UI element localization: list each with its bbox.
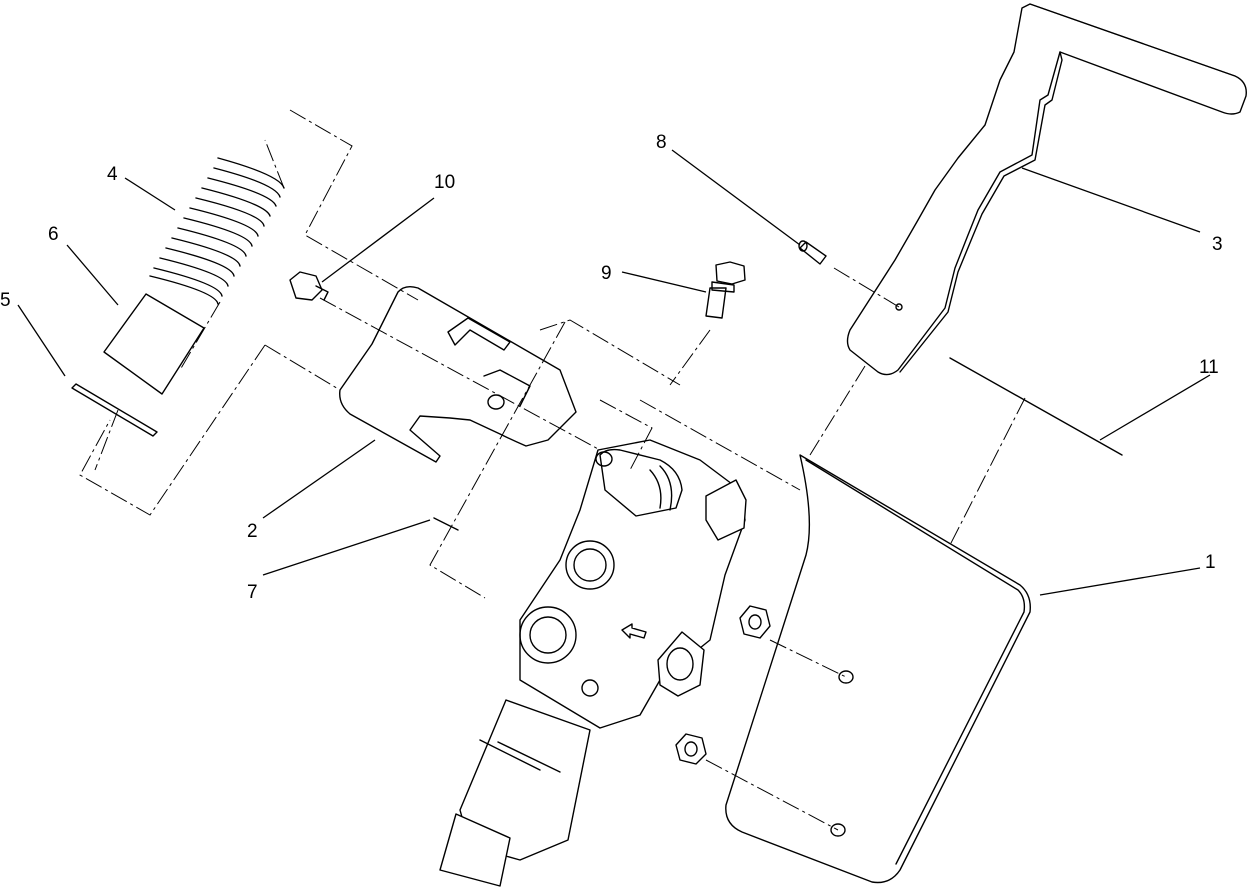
callout-7: 7 xyxy=(247,582,258,603)
callout-labels: 1 2 3 4 5 6 7 8 9 10 11 xyxy=(0,132,1223,603)
callout-5: 5 xyxy=(0,290,11,311)
valve-body xyxy=(439,439,747,887)
spacer-block xyxy=(103,293,205,395)
callout-10: 10 xyxy=(434,172,455,193)
callout-1: 1 xyxy=(1205,552,1216,573)
callout-3: 3 xyxy=(1212,234,1223,255)
lock-nut-upper xyxy=(739,605,771,639)
shim-strip xyxy=(949,357,1123,456)
cap-screw xyxy=(289,271,329,301)
callout-2: 2 xyxy=(247,521,258,542)
pin xyxy=(798,240,827,265)
assembly-centerlines xyxy=(79,109,1026,831)
handle-lever xyxy=(846,3,1247,376)
callout-4: 4 xyxy=(107,164,118,185)
lock-nut-lower xyxy=(675,733,707,765)
callout-6: 6 xyxy=(48,224,59,245)
spring xyxy=(149,157,285,305)
mounting-plate xyxy=(725,454,1031,884)
bracket xyxy=(339,285,577,463)
callout-8: 8 xyxy=(656,132,667,153)
flat-washer xyxy=(71,383,158,437)
callout-11: 11 xyxy=(1199,357,1219,378)
leader-lines xyxy=(17,149,1211,596)
key xyxy=(433,517,459,531)
bolt xyxy=(705,261,746,319)
callout-9: 9 xyxy=(601,263,612,284)
